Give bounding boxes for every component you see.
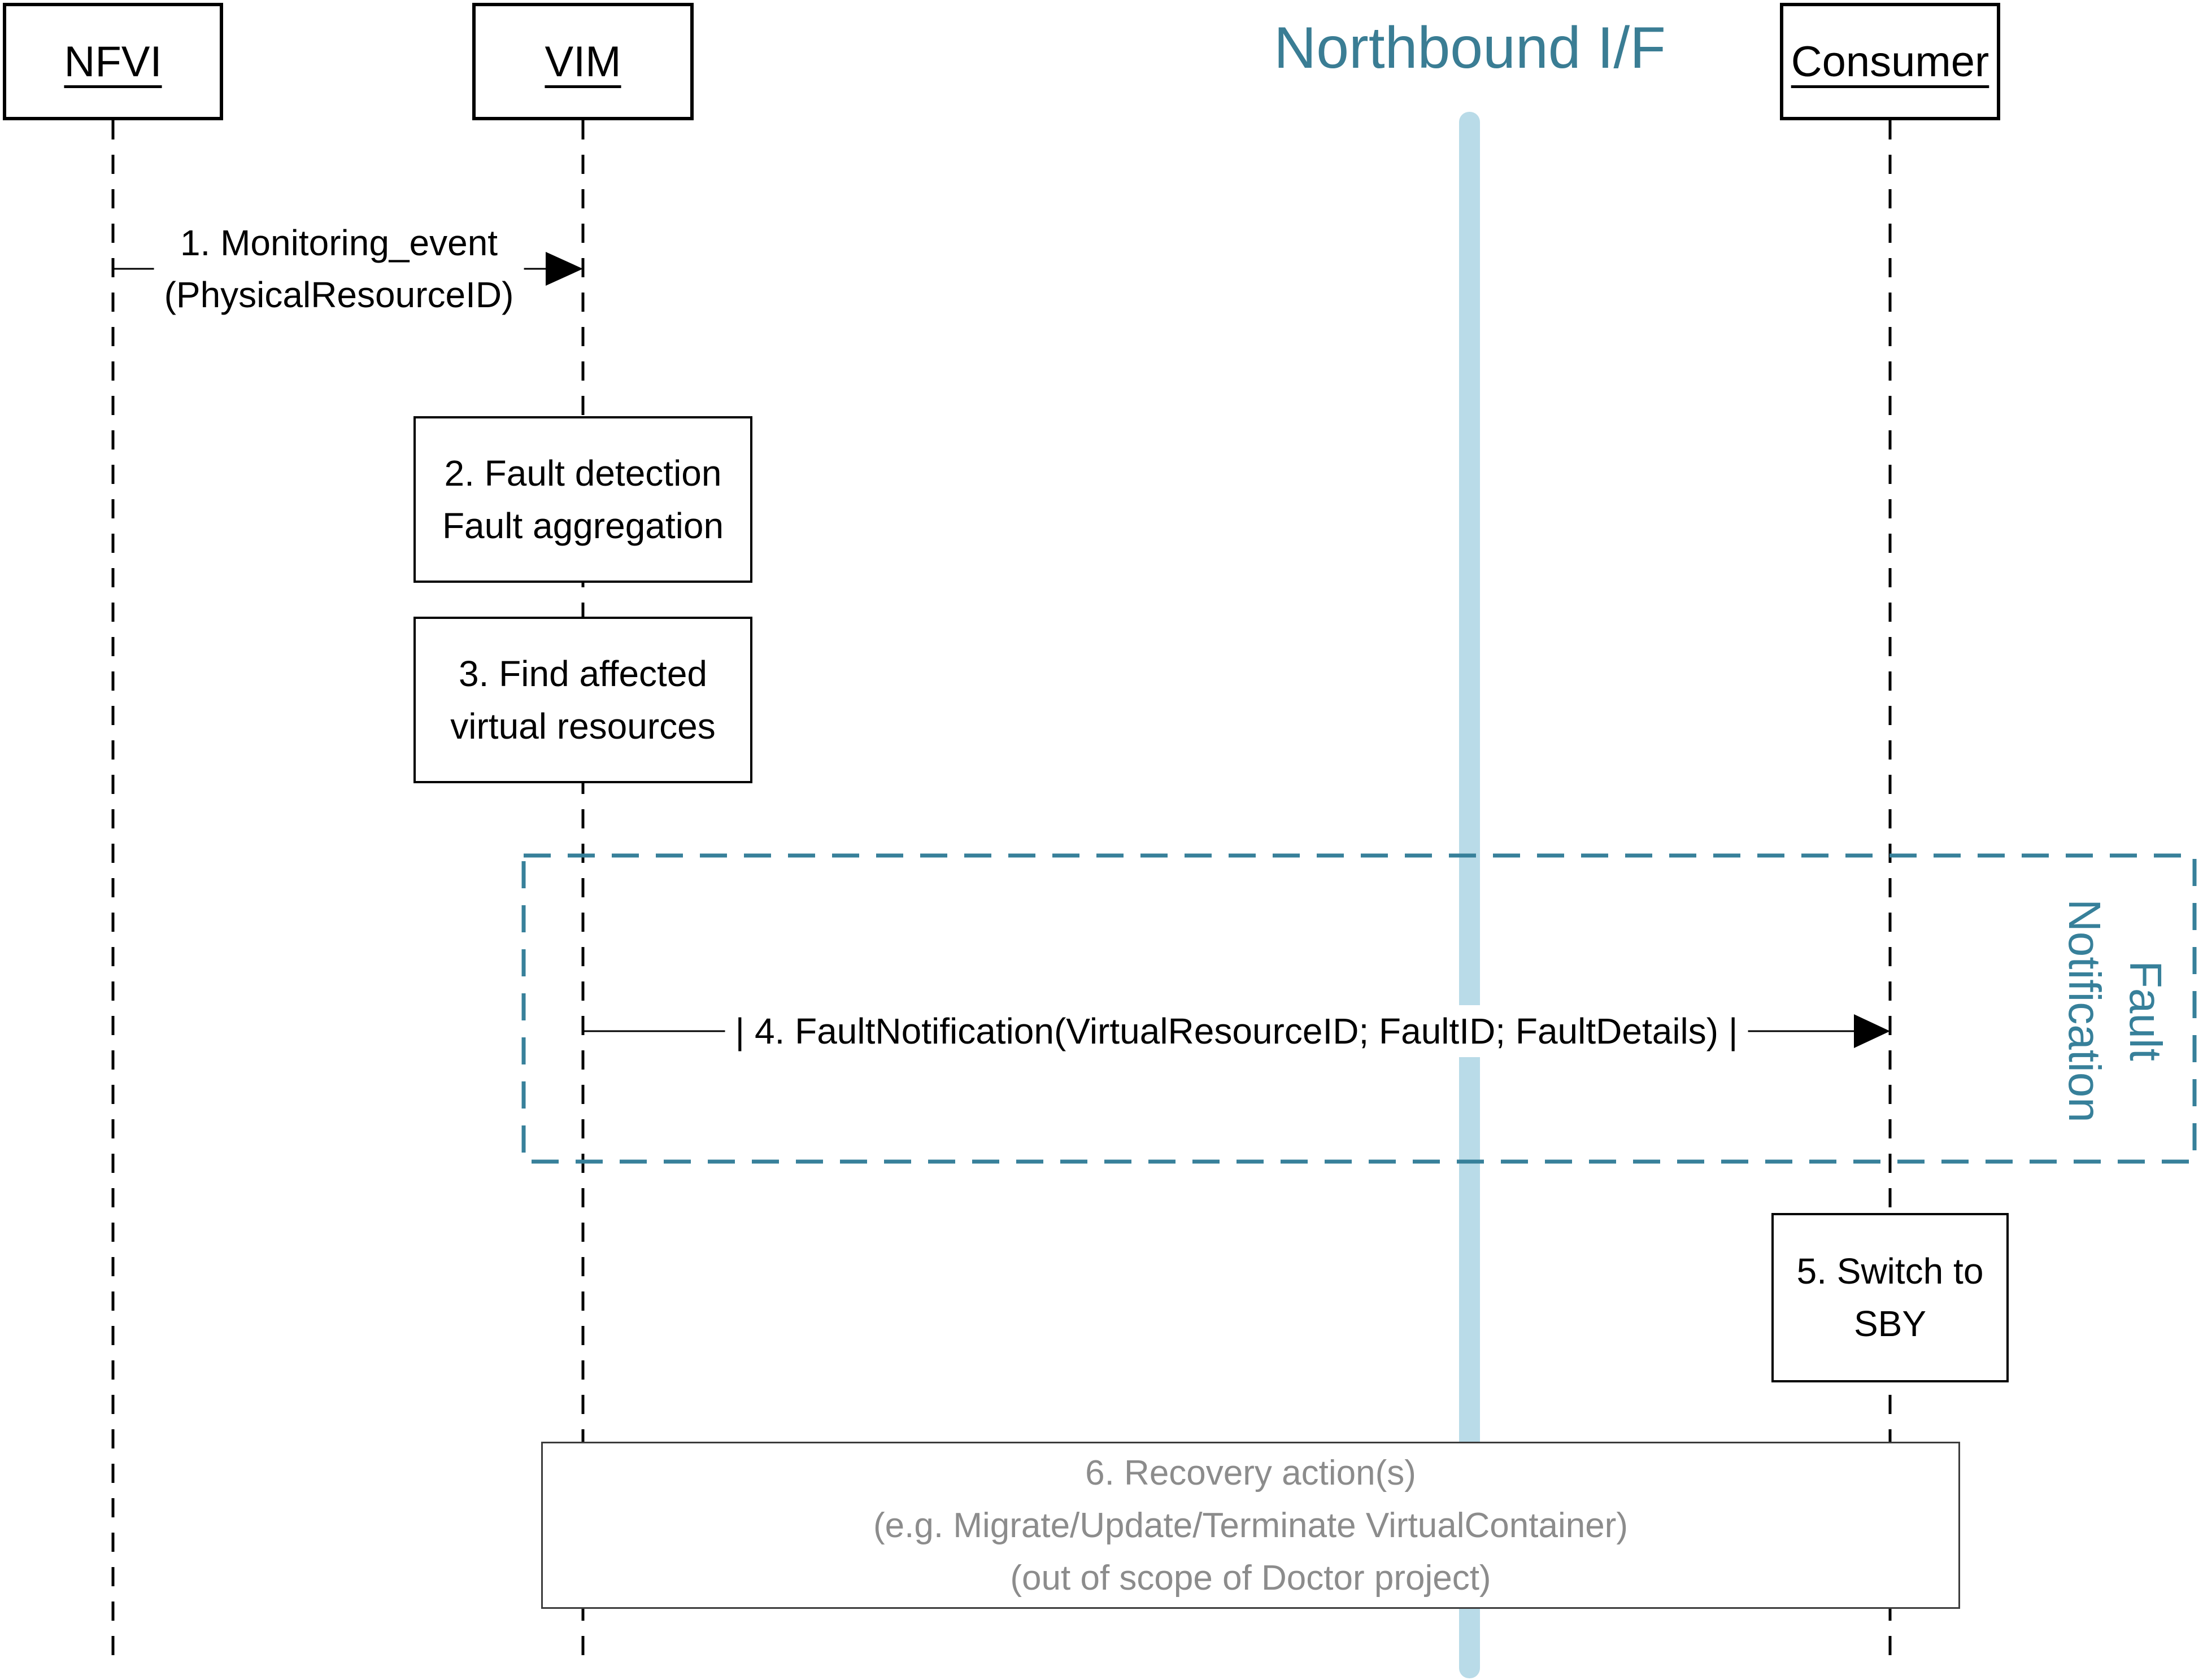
frame-label-line2: Notification bbox=[2060, 899, 2110, 1123]
message-4-label: | 4. FaultNotification(VirtualResourceID… bbox=[725, 1005, 1748, 1057]
recovery-line3: (out of scope of Doctor project) bbox=[1010, 1558, 1491, 1598]
message-1-label: 1. Monitoring_event (PhysicalResourceID) bbox=[154, 217, 524, 321]
activity-3-line2: virtual resources bbox=[450, 705, 716, 747]
activity-2-line2: Fault aggregation bbox=[442, 505, 724, 546]
message-1-label-line1: 1. Monitoring_event bbox=[180, 222, 498, 263]
message-1-arrowhead-icon bbox=[546, 252, 583, 286]
actor-box-nfvi: NFVI bbox=[3, 3, 223, 120]
fault-notification-frame bbox=[521, 853, 2197, 1164]
activity-2-line1: 2. Fault detection bbox=[444, 452, 722, 494]
actor-label-consumer: Consumer bbox=[1791, 37, 1989, 86]
actor-label-vim: VIM bbox=[545, 37, 621, 86]
activity-5-line2: SBY bbox=[1853, 1303, 1927, 1344]
activity-box-find-affected: 3. Find affected virtual resources bbox=[413, 617, 752, 783]
fault-notification-frame-label: Fault Notification bbox=[2049, 870, 2176, 1152]
message-4-arrowhead-icon bbox=[1854, 1014, 1890, 1048]
message-1-label-line2: (PhysicalResourceID) bbox=[164, 274, 514, 315]
activity-box-switch-to-sby: 5. Switch to SBY bbox=[1771, 1213, 2009, 1382]
activity-3-line1: 3. Find affected bbox=[459, 653, 707, 694]
activity-5-line1: 5. Switch to bbox=[1796, 1251, 1984, 1292]
actor-box-vim: VIM bbox=[472, 3, 694, 120]
northbound-interface-title: Northbound I/F bbox=[1274, 15, 1666, 81]
frame-label-line1: Fault bbox=[2121, 961, 2171, 1061]
northbound-interface-bar bbox=[1459, 112, 1480, 1678]
actor-label-nfvi: NFVI bbox=[64, 37, 162, 86]
recovery-line2: (e.g. Migrate/Update/Terminate VirtualCo… bbox=[873, 1506, 1628, 1545]
activity-box-fault-detection: 2. Fault detection Fault aggregation bbox=[413, 416, 752, 583]
recovery-actions-box: 6. Recovery action(s) (e.g. Migrate/Upda… bbox=[541, 1442, 1960, 1609]
actor-box-consumer: Consumer bbox=[1780, 3, 2000, 120]
recovery-line1: 6. Recovery action(s) bbox=[1085, 1453, 1416, 1493]
